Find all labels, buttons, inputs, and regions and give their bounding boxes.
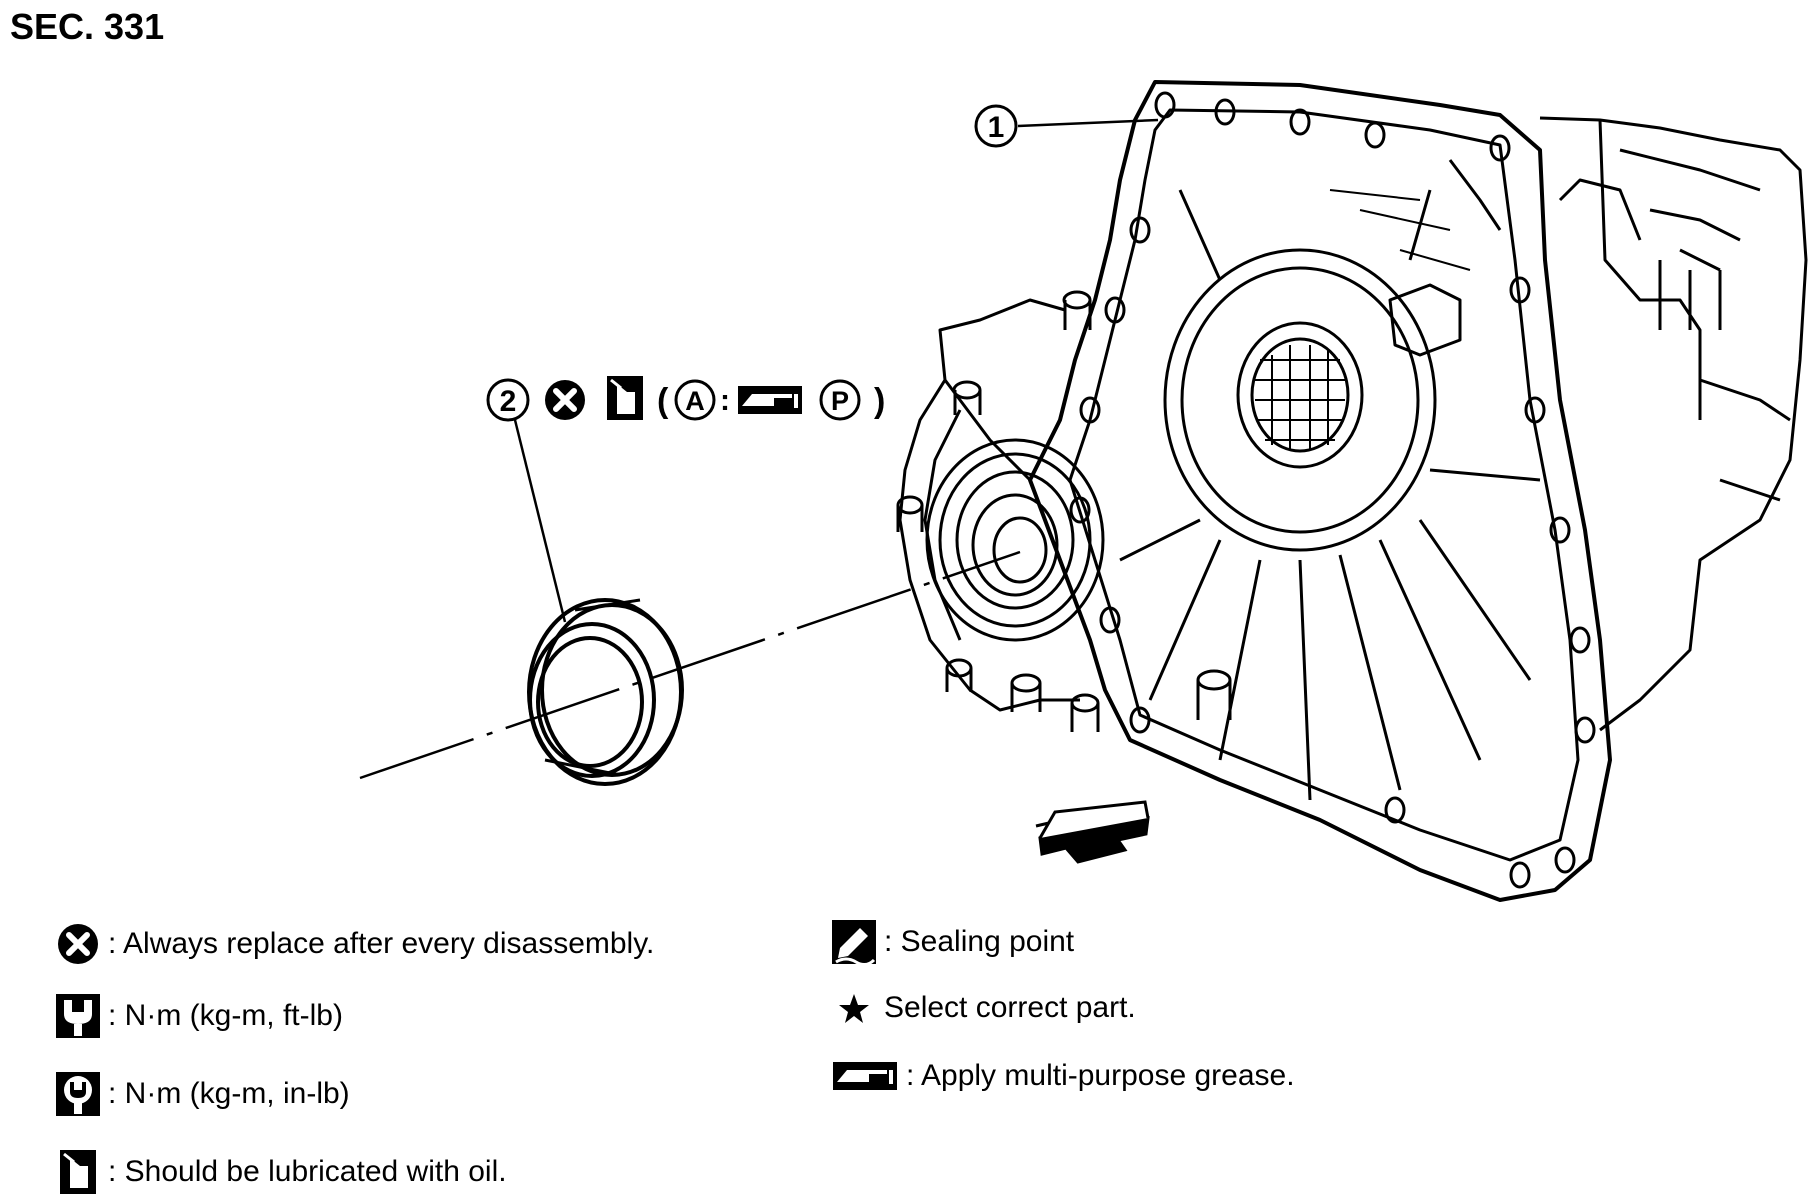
- replace-icon: [545, 380, 585, 420]
- center-axis-line: [359, 550, 1021, 780]
- torque-wrench-icon: [54, 992, 102, 1040]
- legend-grease-text: : Apply multi-purpose grease.: [906, 1059, 1295, 1092]
- legend-oil: : Should be lubricated with oil.: [54, 1148, 507, 1196]
- legend-sealing-text: : Sealing point: [884, 925, 1075, 958]
- leader-line-2: [513, 419, 567, 623]
- legend-grease: : Apply multi-purpose grease.: [830, 1052, 1295, 1100]
- torque-wrench-in-icon: [54, 1070, 102, 1118]
- sealant-icon: [830, 918, 878, 966]
- legend-replace-text: : Always replace after every disassembly…: [108, 927, 655, 960]
- svg-text:P: P: [831, 386, 849, 416]
- grease-icon: [830, 1052, 900, 1100]
- legend-select-text: Select correct part.: [884, 991, 1136, 1024]
- section-title: SEC. 331: [10, 6, 165, 47]
- legend-select: Select correct part.: [830, 984, 1136, 1032]
- star-icon: [830, 984, 878, 1032]
- grease-icon: [738, 386, 802, 414]
- legend-replace: : Always replace after every disassembly…: [54, 920, 654, 968]
- svg-text::: :: [720, 384, 730, 417]
- transfer-housing: [896, 80, 1808, 902]
- legend-torque-ftlb-text: : N·m (kg-m, ft-lb): [108, 999, 343, 1032]
- legend-oil-text: : Should be lubricated with oil.: [108, 1155, 507, 1188]
- legend-sealing: : Sealing point: [830, 918, 1074, 966]
- svg-text:(: (: [657, 382, 669, 420]
- legend-torque-ftlb: : N·m (kg-m, ft-lb): [54, 992, 343, 1040]
- callout-2: 2 ( A : P ): [486, 374, 885, 422]
- legend-torque-inlb-text: : N·m (kg-m, in-lb): [108, 1077, 350, 1110]
- callout-1: 1: [974, 104, 1018, 148]
- oil-seal: [527, 598, 684, 786]
- svg-text:1: 1: [988, 111, 1005, 144]
- oil-can-icon: [54, 1148, 102, 1196]
- svg-text:): ): [874, 382, 885, 420]
- svg-text:A: A: [685, 386, 705, 416]
- legend-torque-inlb: : N·m (kg-m, in-lb): [54, 1070, 350, 1118]
- svg-text:2: 2: [500, 385, 517, 418]
- leader-line-1: [1017, 118, 1159, 128]
- oil-can-icon: [605, 374, 645, 422]
- replace-icon: [54, 920, 102, 968]
